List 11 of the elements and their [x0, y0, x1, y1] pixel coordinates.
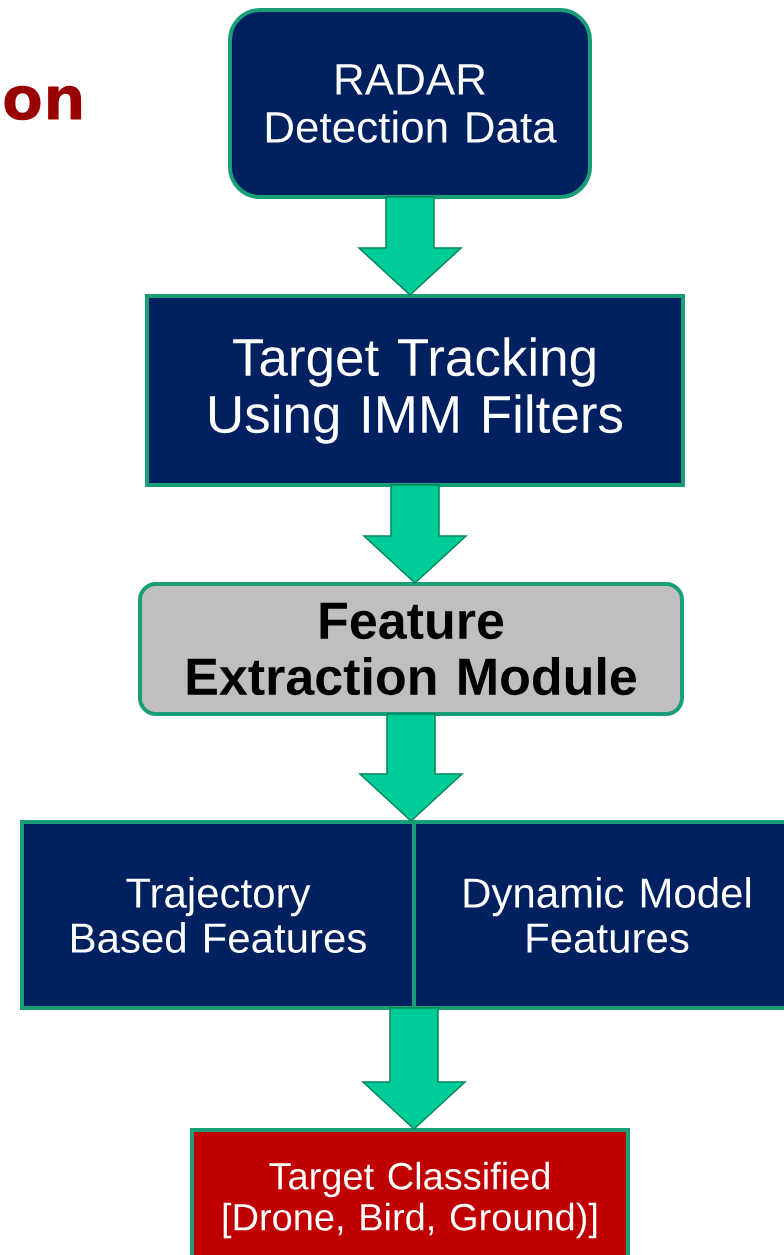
process-box: Trajectory Based Features — [20, 820, 416, 1010]
title: on — [4, 85, 82, 121]
block-arrow — [362, 484, 468, 585]
process-box: RADAR Detection Data — [228, 8, 592, 199]
process-box: Dynamic Model Features — [412, 820, 784, 1010]
process-box: Feature Extraction Module — [138, 582, 684, 716]
block-arrow — [361, 1007, 467, 1131]
block-arrow — [357, 196, 463, 297]
process-box: Target Classified [Drone, Bird, Ground)] — [190, 1128, 630, 1255]
process-box: Target Tracking Using IMM Filters — [145, 294, 685, 487]
block-arrow — [358, 713, 464, 823]
